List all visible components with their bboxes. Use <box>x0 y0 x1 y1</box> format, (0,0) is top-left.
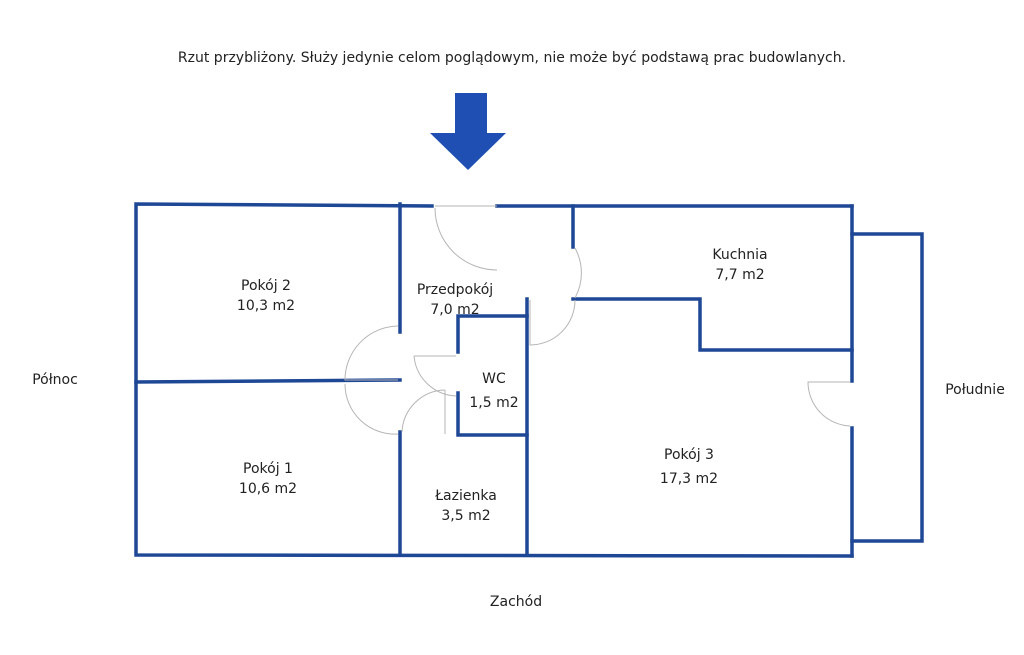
balcony-door <box>807 381 851 427</box>
entrance-door <box>434 205 498 271</box>
disclaimer-text: Rzut przybliżony. Służy jedynie celom po… <box>177 50 847 66</box>
direction-north: Północ <box>32 372 78 388</box>
entrance-arrow-icon <box>430 93 506 170</box>
direction-west: Zachód <box>489 594 543 610</box>
room-label-pokoj-2: Pokój 2 10,3 m2 <box>237 276 295 316</box>
room-name: WC <box>482 371 506 387</box>
wc-door <box>413 355 457 397</box>
pokoj2-door <box>344 325 399 381</box>
room-area: 3,5 m2 <box>441 508 491 524</box>
room-label-pokoj-1: Pokój 1 10,6 m2 <box>239 459 297 499</box>
room-name: Łazienka <box>435 488 497 504</box>
bathroom-door <box>401 389 446 434</box>
room-label-przedpokoj: Przedpokój 7,0 m2 <box>417 280 493 320</box>
room-name: Pokój 1 <box>243 461 293 477</box>
room-area: 17,3 m2 <box>659 471 719 487</box>
room-name: Pokój 2 <box>241 278 291 294</box>
room-area: 10,3 m2 <box>236 298 296 314</box>
room-area: 10,6 m2 <box>238 481 298 497</box>
room-area: 7,7 m2 <box>715 267 765 283</box>
kitchen-door <box>574 247 582 299</box>
pokoj1-door <box>344 383 399 435</box>
room-label-kuchnia: Kuchnia 7,7 m2 <box>712 245 767 285</box>
room-name: Kuchnia <box>712 247 768 263</box>
direction-south: Południe <box>945 382 1005 398</box>
room-area: 1,5 m2 <box>469 395 519 411</box>
room-label-lazienka: Łazienka 3,5 m2 <box>435 486 497 526</box>
doors <box>344 205 851 435</box>
pokoj3-door <box>529 299 576 346</box>
room-name: Pokój 3 <box>664 447 714 463</box>
walls <box>134 202 924 558</box>
room-name: Przedpokój <box>416 282 494 298</box>
room-label-pokoj-3: Pokój 3 17,3 m2 <box>660 443 718 491</box>
room-label-wc: WC 1,5 m2 <box>469 367 518 415</box>
room-area: 7,0 m2 <box>430 302 480 318</box>
